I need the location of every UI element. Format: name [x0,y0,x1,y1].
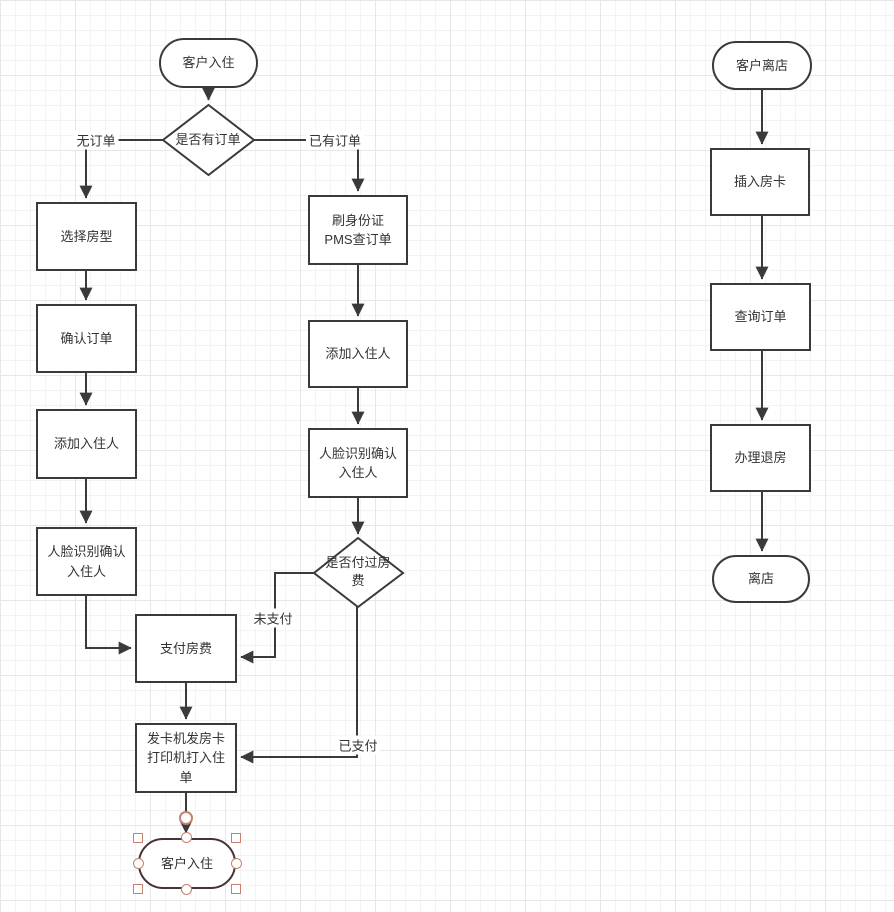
connector-paid-to-issue-card[interactable] [240,607,358,764]
selection-handle-middle-left[interactable] [133,858,144,869]
paid-decision-shape[interactable] [312,536,405,609]
selection-handle-top-center[interactable] [181,832,192,843]
edge-label-paid[interactable]: 已支付 [335,735,381,755]
selection-handle-middle-right[interactable] [231,858,242,869]
node-insert-card-label: 插入房卡 [733,174,786,190]
selection-handle-top-right[interactable] [231,833,241,843]
connector-endpoint-handle[interactable] [179,811,193,825]
node-checkout-end[interactable]: 离店 [712,555,810,603]
node-face-verify-has-order-label: 人脸识别确认 入住人 [318,445,397,481]
node-checkout-end-label: 离店 [747,571,774,587]
selection-handle-bottom-left[interactable] [133,884,143,894]
node-pay-room-fee[interactable]: 支付房费 [135,614,237,683]
edge-label-has-order[interactable]: 已有订单 [305,130,365,150]
node-checkin-start-label: 客户入住 [182,55,235,71]
selection-handle-bottom-center[interactable] [181,884,192,895]
edge-label-no-order[interactable]: 无订单 [73,130,119,150]
node-scan-id-pms-label: 刷身份证 PMS查订单 [324,212,392,248]
node-checkin-end-label: 客户入住 [160,855,213,871]
selection-handle-top-left[interactable] [133,833,143,843]
node-pay-room-fee-label: 支付房费 [159,640,212,656]
node-add-guest-has-order[interactable]: 添加入住人 [308,320,408,388]
node-query-order[interactable]: 查询订单 [710,283,811,351]
node-handle-checkout[interactable]: 办理退房 [710,424,811,492]
node-checkout-start[interactable]: 客户离店 [712,41,812,90]
node-select-room[interactable]: 选择房型 [36,202,137,271]
node-add-guest-no-order[interactable]: 添加入住人 [36,409,137,479]
node-add-guest-no-order-label: 添加入住人 [53,436,119,452]
node-checkin-start[interactable]: 客户入住 [159,38,258,88]
node-issue-card-print[interactable]: 发卡机发房卡 打印机打入住 单 [135,723,237,793]
node-issue-card-print-label: 发卡机发房卡 打印机打入住 单 [146,730,225,785]
node-select-room-label: 选择房型 [60,228,113,244]
has-order-decision-shape[interactable] [161,103,256,177]
node-confirm-order-label: 确认订单 [60,330,113,346]
connector-face-verify-left-to-pay-fee[interactable] [85,596,132,655]
selection-handle-bottom-right[interactable] [231,884,241,894]
paid-decision-label: 是否付过房 费 [325,554,391,588]
has-order-decision-label: 是否有订单 [175,131,241,147]
node-insert-card[interactable]: 插入房卡 [710,148,810,216]
edge-label-unpaid[interactable]: 未支付 [250,608,296,628]
node-checkout-start-label: 客户离店 [735,57,788,73]
node-query-order-label: 查询订单 [734,309,787,325]
node-face-verify-no-order-label: 人脸识别确认 入住人 [47,544,126,579]
node-confirm-order[interactable]: 确认订单 [36,304,137,373]
node-face-verify-no-order[interactable]: 人脸识别确认 入住人 [36,527,137,596]
node-handle-checkout-label: 办理退房 [734,450,787,466]
node-face-verify-has-order[interactable]: 人脸识别确认 入住人 [308,428,408,498]
node-checkin-end[interactable]: 客户入住 [138,838,236,889]
node-add-guest-has-order-label: 添加入住人 [325,346,391,362]
node-scan-id-pms[interactable]: 刷身份证 PMS查订单 [308,195,408,265]
